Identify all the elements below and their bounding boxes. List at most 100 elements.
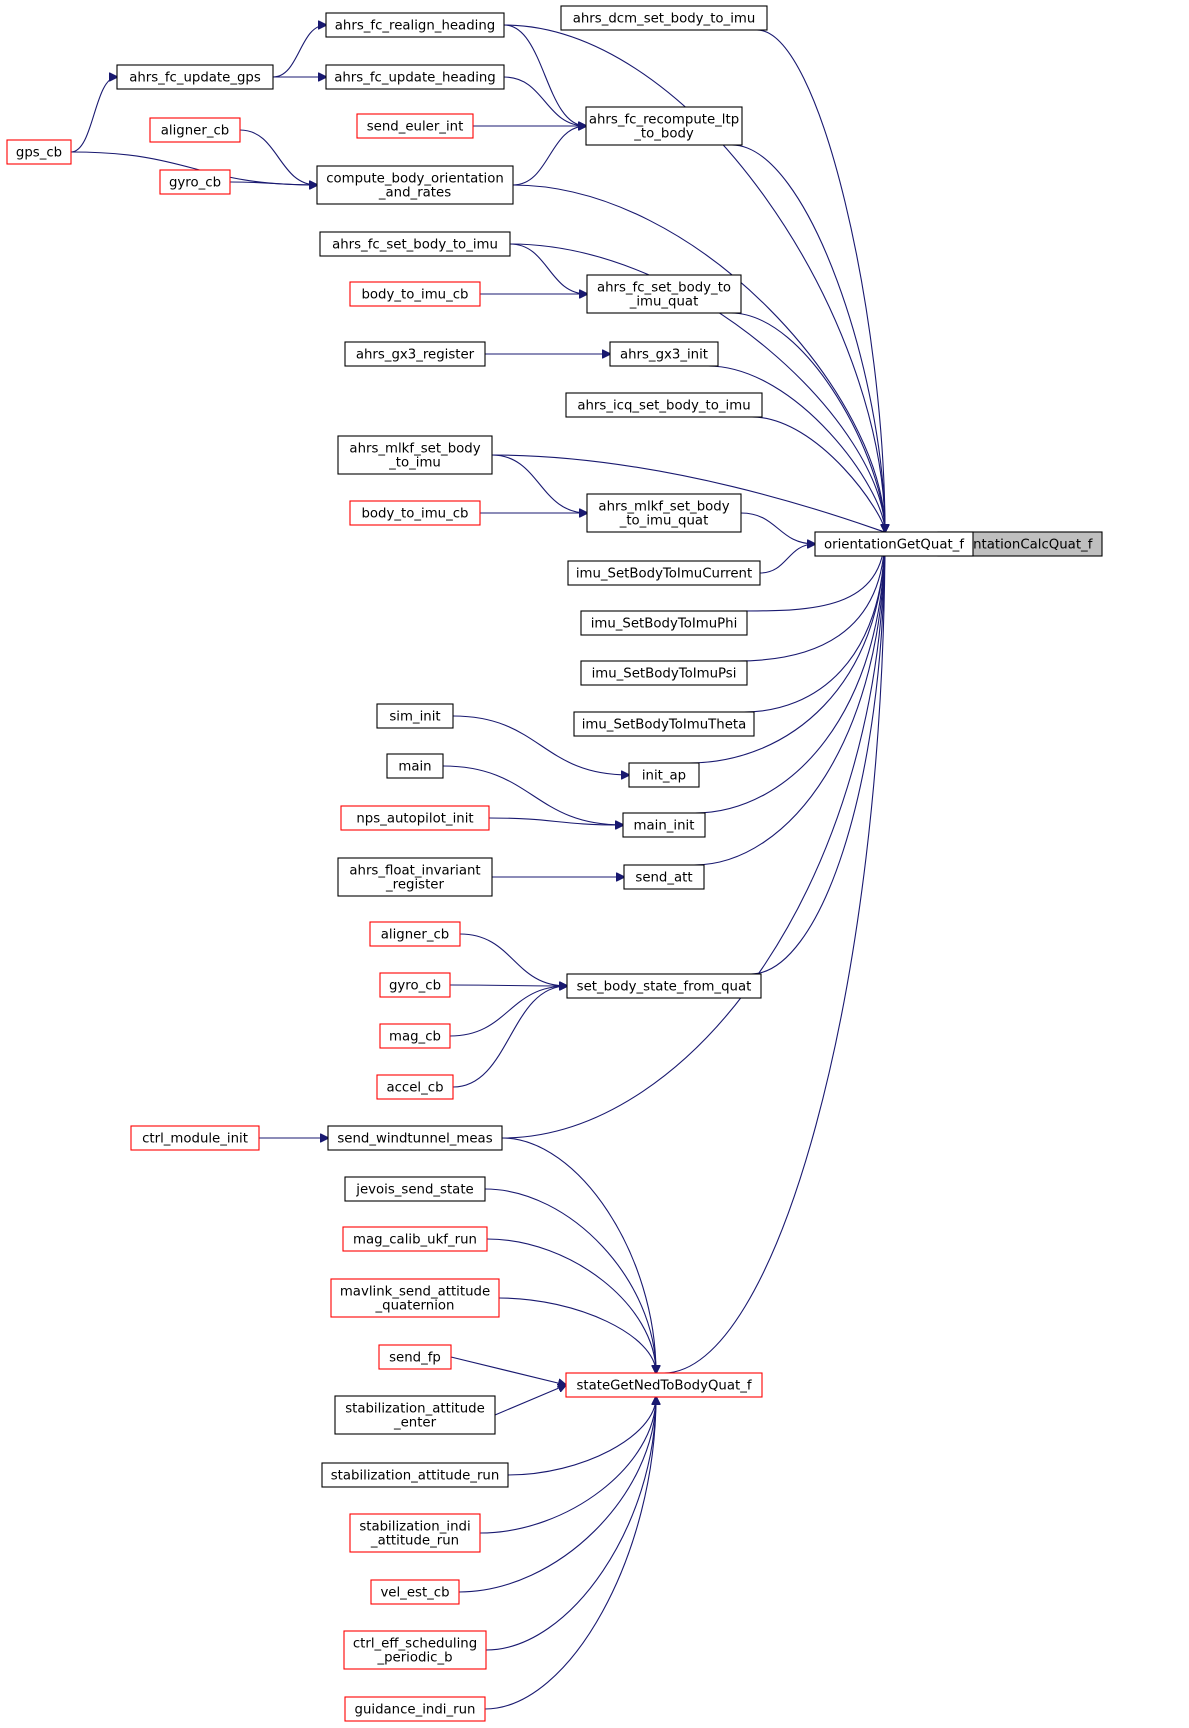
node-box xyxy=(327,1125,503,1151)
edge-main-init-to-orientationgetquat-f xyxy=(694,532,885,814)
node-box xyxy=(628,762,700,788)
edge-compute-body-orientation-and-rates-to-ahrs-fc-recompute-ltp-to-body xyxy=(512,126,586,186)
node-label: imu_SetBodyToImuTheta xyxy=(582,718,747,733)
node-imu-setbodytoimucurrent[interactable]: imu_SetBodyToImuCurrent xyxy=(567,560,761,586)
node-mag-calib-ukf-run[interactable]: mag_calib_ukf_run xyxy=(342,1226,488,1252)
node-box xyxy=(349,1513,481,1553)
node-ahrs-fc-set-body-to-imu[interactable]: ahrs_fc_set_body_to_imu xyxy=(319,231,511,257)
node-ahrs-fc-recompute-ltp-to-body[interactable]: ahrs_fc_recompute_ltp_to_body xyxy=(585,106,743,146)
edge-ahrs-mlkf-set-body-to-imu-quat-to-orientationgetquat-f xyxy=(740,512,815,544)
node-label: ahrs_fc_set_body_to_imu xyxy=(332,238,498,253)
node-mavlink-send-attitude-quaternion[interactable]: mavlink_send_attitude_quaternion xyxy=(330,1278,500,1318)
node-ahrs-fc-realign-heading[interactable]: ahrs_fc_realign_heading xyxy=(325,12,505,38)
node-ahrs-fc-set-body-to-imu-quat[interactable]: ahrs_fc_set_body_to_imu_quat xyxy=(586,274,742,314)
node-jevois-send-state[interactable]: jevois_send_state xyxy=(344,1176,486,1202)
node-ahrs-float-invariant-register[interactable]: ahrs_float_invariant_register xyxy=(337,857,493,897)
node-label: stabilization_attitude xyxy=(345,1402,485,1417)
node-label: ahrs_fc_update_gps xyxy=(129,71,261,86)
node-compute-body-orientation-and-rates[interactable]: compute_body_orientation_and_rates xyxy=(316,165,514,205)
node-ahrs-dcm-set-body-to-imu[interactable]: ahrs_dcm_set_body_to_imu xyxy=(560,5,768,31)
node-ahrs-fc-update-gps[interactable]: ahrs_fc_update_gps xyxy=(116,64,274,90)
node-gyro-cb-1[interactable]: gyro_cb xyxy=(159,169,231,195)
node-ahrs-icq-set-body-to-imu[interactable]: ahrs_icq_set_body_to_imu xyxy=(565,392,763,418)
node-set-body-state-from-quat[interactable]: set_body_state_from_quat xyxy=(566,973,762,999)
node-body-to-imu-cb-2[interactable]: body_to_imu_cb xyxy=(349,500,481,526)
node-main-init[interactable]: main_init xyxy=(622,812,706,838)
node-imu-setbodytoimutheta[interactable]: imu_SetBodyToImuTheta xyxy=(573,711,755,737)
node-label: _quaternion xyxy=(375,1299,455,1314)
node-label: stateGetNedToBodyQuat_f xyxy=(576,1379,751,1394)
node-send-fp[interactable]: send_fp xyxy=(378,1344,452,1370)
node-ctrl-eff-scheduling-periodic-b[interactable]: ctrl_eff_scheduling_periodic_b xyxy=(343,1630,487,1670)
node-stabilization-attitude-run[interactable]: stabilization_attitude_run xyxy=(321,1462,509,1488)
node-stabilization-attitude-enter[interactable]: stabilization_attitude_enter xyxy=(334,1395,496,1435)
node-aligner-cb-1[interactable]: aligner_cb xyxy=(149,117,241,143)
node-label: imu_SetBodyToImuPhi xyxy=(591,617,738,632)
node-label: ahrs_fc_update_heading xyxy=(334,71,496,86)
node-vel-est-cb[interactable]: vel_est_cb xyxy=(370,1579,460,1605)
node-label: stabilization_indi xyxy=(359,1520,470,1535)
node-box xyxy=(586,493,742,533)
edge-send-windtunnel-meas-to-stategetnedtobodyquat-f xyxy=(501,1137,656,1373)
node-ahrs-mlkf-set-body-to-imu-quat[interactable]: ahrs_mlkf_set_body_to_imu_quat xyxy=(586,493,742,533)
edge-ahrs-fc-realign-heading-to-orientationgetquat-f xyxy=(503,24,885,532)
node-box xyxy=(321,1462,509,1488)
node-ahrs-fc-update-heading[interactable]: ahrs_fc_update_heading xyxy=(325,64,505,90)
node-box xyxy=(565,392,763,418)
node-ahrs-gx3-register[interactable]: ahrs_gx3_register xyxy=(344,341,486,367)
node-label: set_body_state_from_quat xyxy=(577,980,752,995)
node-ahrs-gx3-init[interactable]: ahrs_gx3_init xyxy=(609,341,719,367)
node-label: ahrs_float_invariant xyxy=(349,864,480,879)
edge-send-att-to-orientationgetquat-f xyxy=(693,532,885,866)
node-label: _to_body xyxy=(633,127,694,142)
node-send-windtunnel-meas[interactable]: send_windtunnel_meas xyxy=(327,1125,503,1151)
node-nps-autopilot-init[interactable]: nps_autopilot_init xyxy=(340,805,490,831)
node-box xyxy=(342,1226,488,1252)
node-box xyxy=(330,1278,500,1318)
edge-jevois-send-state-to-stategetnedtobodyquat-f xyxy=(484,1188,656,1373)
edge-ahrs-fc-set-body-to-imu-to-orientationgetquat-f xyxy=(509,243,885,532)
node-ctrl-module-init[interactable]: ctrl_module_init xyxy=(130,1125,260,1151)
node-accel-cb[interactable]: accel_cb xyxy=(376,1074,454,1100)
node-box xyxy=(319,231,511,257)
node-box xyxy=(609,341,719,367)
node-init-ap[interactable]: init_ap xyxy=(628,762,700,788)
node-stabilization-indi-attitude-run[interactable]: stabilization_indi_attitude_run xyxy=(349,1513,481,1553)
node-imu-setbodytoimupsi[interactable]: imu_SetBodyToImuPsi xyxy=(580,660,748,686)
edge-send-windtunnel-meas-to-orientationgetquat-f xyxy=(501,532,885,1139)
node-aligner-cb-2[interactable]: aligner_cb xyxy=(369,921,461,947)
edge-ctrl-eff-scheduling-periodic-b-to-stategetnedtobodyquat-f xyxy=(485,1397,656,1651)
node-label: ahrs_fc_recompute_ltp xyxy=(589,113,739,128)
node-ahrs-mlkf-set-body-to-imu[interactable]: ahrs_mlkf_set_body_to_imu xyxy=(337,435,493,475)
node-send-euler-int[interactable]: send_euler_int xyxy=(356,113,474,139)
node-orientationgetquat-f[interactable]: orientationGetQuat_f xyxy=(814,531,974,557)
node-box xyxy=(567,560,761,586)
node-box xyxy=(149,117,241,143)
node-stategetnedtobodyquat-f[interactable]: stateGetNedToBodyQuat_f xyxy=(565,1372,763,1398)
node-box xyxy=(344,1176,486,1202)
node-box xyxy=(376,1074,454,1100)
node-box xyxy=(370,1579,460,1605)
node-mag-cb[interactable]: mag_cb xyxy=(379,1023,451,1049)
node-sim-init[interactable]: sim_init xyxy=(376,703,454,729)
node-guidance-indi-run[interactable]: guidance_indi_run xyxy=(344,1696,486,1722)
node-box xyxy=(334,1395,496,1435)
node-imu-setbodytoimuphi[interactable]: imu_SetBodyToImuPhi xyxy=(580,610,748,636)
node-send-att[interactable]: send_att xyxy=(623,864,705,890)
node-label: gyro_cb xyxy=(169,176,221,191)
edge-main-to-main-init xyxy=(442,765,623,825)
edge-stabilization-attitude-run-to-stategetnedtobodyquat-f xyxy=(507,1397,656,1476)
edge-ahrs-fc-set-body-to-imu-to-ahrs-fc-set-body-to-imu-quat xyxy=(509,243,587,294)
node-label: send_euler_int xyxy=(367,120,464,135)
edge-ahrs-mlkf-set-body-to-imu-to-ahrs-mlkf-set-body-to-imu-quat xyxy=(491,454,587,513)
node-label: ahrs_gx3_init xyxy=(620,348,708,363)
node-main[interactable]: main xyxy=(386,753,444,779)
node-label: accel_cb xyxy=(386,1081,443,1096)
node-label: gps_cb xyxy=(16,146,62,161)
node-label: body_to_imu_cb xyxy=(361,288,468,303)
node-gyro-cb-2[interactable]: gyro_cb xyxy=(379,972,451,998)
node-box xyxy=(344,341,486,367)
node-gps-cb[interactable]: gps_cb xyxy=(6,139,72,165)
node-body-to-imu-cb-1[interactable]: body_to_imu_cb xyxy=(349,281,481,307)
node-box xyxy=(337,435,493,475)
